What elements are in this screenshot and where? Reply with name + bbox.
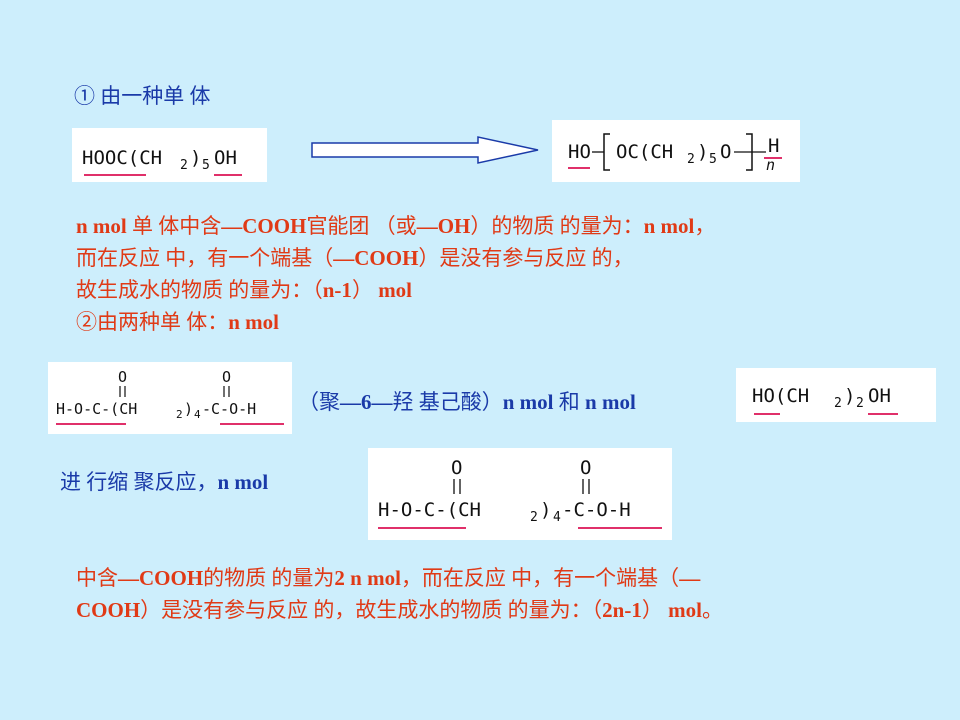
para1-line1: n mol 单 体中含—COOH官能团 （或—OH）的物质 的量为：n mol， (76, 210, 715, 240)
svg-text:2: 2 (530, 510, 538, 525)
svg-text:H-O-C-(CH: H-O-C-(CH (56, 400, 137, 418)
reaction-arrow-icon (311, 136, 539, 164)
para1-line2: 而在反应 中，有一个端基（—COOH）是没有参与反应 的， (76, 242, 634, 272)
text-run: mol (378, 278, 413, 302)
svg-text:-C-O-H: -C-O-H (202, 400, 256, 418)
text-run: 羟 基己酸） (392, 390, 503, 414)
text-run: ，而在反应 中，有一个端基（ (400, 566, 680, 590)
svg-text:2: 2 (176, 408, 183, 421)
text-run: n mol (217, 470, 269, 494)
text-run: mol (668, 598, 702, 622)
text-run: — (679, 566, 701, 590)
svg-text:O: O (222, 368, 231, 386)
monomer1-formula-box: HOOC(CH 2 ) 5 OH (72, 128, 267, 182)
text-run: 和 (553, 390, 586, 414)
text-run: ） (641, 598, 669, 622)
svg-text:n: n (766, 156, 775, 174)
text-run: n mol (228, 310, 280, 334)
svg-text:HO(CH: HO(CH (752, 385, 809, 407)
reaction-line: 进 行缩 聚反应，n mol (60, 466, 268, 496)
text-run: ， (694, 214, 716, 238)
svg-text:H: H (768, 135, 779, 157)
para1-line3: 故生成水的物质 的量为：（n-1） mol (76, 274, 412, 304)
svg-text:OH: OH (214, 147, 237, 169)
text-run: n mol (585, 390, 636, 414)
text-run: n mol (643, 214, 695, 238)
text-run: 单 体中含 (126, 214, 222, 238)
svg-text:2: 2 (834, 396, 842, 411)
adipic-acid-formula-2: O O H-O-C-(CH 2 ) 4 -C-O-H (378, 457, 662, 529)
svg-text:4: 4 (194, 408, 201, 421)
svg-text:HOOC(CH: HOOC(CH (82, 147, 162, 169)
text-run: ） (351, 278, 379, 302)
text-run: 2 n mol (334, 566, 401, 590)
svg-text:O: O (451, 457, 462, 479)
glycol-formula: HO(CH 2 ) 2 OH (752, 385, 898, 415)
text-run: n mol (76, 214, 127, 238)
svg-text:H-O-C-(CH: H-O-C-(CH (378, 499, 481, 521)
text-run: —6— (340, 390, 393, 414)
svg-text:): ) (540, 499, 551, 521)
text-run: 故生成水的物质 的量为：（ (76, 278, 323, 302)
text-run: ）是没有参与反应 的， (418, 246, 634, 270)
monomer1-formula: HOOC(CH 2 ) 5 OH (82, 147, 242, 176)
para2-line2: COOH）是没有参与反应 的，故生成水的物质 的量为：（2n-1） mol。 (76, 594, 723, 624)
text-run: 2n-1 (602, 598, 642, 622)
svg-text:5: 5 (202, 158, 210, 173)
svg-text:): ) (697, 141, 708, 163)
section2-heading: ②由两种单 体：n mol (76, 306, 279, 336)
text-run: ）的物质 的量为： (470, 214, 644, 238)
svg-text:HO: HO (568, 141, 591, 163)
para2-line1: 中含—COOH的物质 的量为2 n mol，而在反应 中，有一个端基（— (76, 562, 700, 592)
svg-text:2: 2 (180, 158, 188, 173)
text-run: 进 行缩 聚反应， (60, 470, 218, 494)
svg-text:O: O (720, 141, 731, 163)
text-run: COOH (76, 598, 141, 622)
svg-text:5: 5 (709, 152, 717, 167)
svg-text:2: 2 (687, 152, 695, 167)
text-run: （聚 (298, 390, 340, 414)
svg-text:O: O (580, 457, 591, 479)
svg-text:4: 4 (553, 510, 561, 525)
text-run: 而在反应 中，有一个端基（ (76, 246, 334, 270)
polymer1-formula-box: HO OC(CH 2 ) 5 O H n (552, 120, 800, 182)
text-run: 中含 (76, 566, 118, 590)
svg-text:-C-O-H: -C-O-H (562, 499, 631, 521)
svg-text:OH: OH (868, 385, 891, 407)
adipic-acid-formula: O O H-O-C-(CH 2 ) 4 -C-O-H (56, 368, 284, 425)
text-run: ）是没有参与反应 的，故生成水的物质 的量为：（ (140, 598, 603, 622)
text-run: n-1 (322, 278, 352, 302)
svg-text:OC(CH: OC(CH (616, 141, 673, 163)
svg-text:): ) (184, 400, 193, 418)
polymer1-formula: HO OC(CH 2 ) 5 O H n (568, 133, 782, 174)
section1-heading-text: ① 由一种单 体 (74, 84, 211, 108)
text-run: 的物质 的量为 (203, 566, 335, 590)
svg-text:): ) (190, 147, 201, 169)
text-run: —COOH (333, 246, 419, 270)
text-run: n mol (502, 390, 554, 414)
monomer-pair-line: （聚—6—羟 基己酸）n mol 和 n mol (298, 386, 636, 416)
svg-text:2: 2 (856, 396, 864, 411)
text-run: 。 (701, 598, 723, 622)
svg-text:O: O (118, 368, 127, 386)
glycol-formula-box: HO(CH 2 ) 2 OH (736, 368, 936, 422)
adipic-acid-formula-box-2: O O H-O-C-(CH 2 ) 4 -C-O-H (368, 448, 672, 540)
text-run: —OH (416, 214, 471, 238)
text-run: —COOH (118, 566, 204, 590)
text-run: 官能团 （或 (306, 214, 417, 238)
section1-heading: ① 由一种单 体 (74, 80, 211, 110)
text-run: —COOH (221, 214, 307, 238)
adipic-acid-formula-box: O O H-O-C-(CH 2 ) 4 -C-O-H (48, 362, 292, 434)
text-run: ②由两种单 体： (76, 310, 229, 334)
svg-text:): ) (844, 385, 855, 407)
